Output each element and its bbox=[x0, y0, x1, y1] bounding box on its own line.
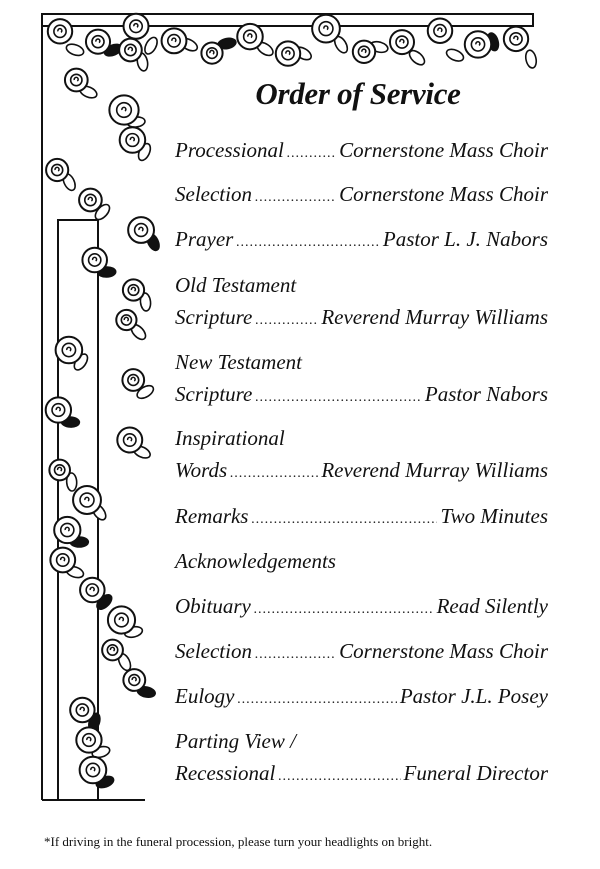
rose-icon bbox=[81, 246, 108, 274]
service-item: Obituary Read Silently bbox=[175, 594, 548, 619]
service-item: Eulogy Pastor J.L. Posey bbox=[175, 684, 548, 709]
rose-icon bbox=[79, 576, 106, 604]
leaf-icon bbox=[136, 384, 155, 400]
rose-icon bbox=[115, 308, 138, 332]
service-item-value: Reverend Murray Williams bbox=[321, 458, 548, 482]
leaf-icon bbox=[65, 43, 85, 57]
rose-icon bbox=[118, 37, 143, 63]
rose-icon bbox=[122, 668, 147, 692]
dot-leader bbox=[287, 146, 336, 162]
service-item: Recessional Funeral Director bbox=[175, 761, 548, 786]
service-item-heading: New Testament bbox=[175, 350, 302, 374]
rose-icon bbox=[72, 485, 102, 515]
service-item-label: Selection bbox=[175, 182, 252, 206]
footer-note: *If driving in the funeral procession, p… bbox=[44, 834, 433, 849]
dot-leader bbox=[255, 390, 422, 406]
service-item-label: Eulogy bbox=[175, 684, 235, 708]
leaf-icon bbox=[65, 472, 78, 492]
service-item-value: Reverend Murray Williams bbox=[321, 305, 548, 329]
rose-icon bbox=[236, 22, 264, 51]
service-item: Scripture Reverend Murray Williams bbox=[175, 305, 548, 330]
service-item-value: Two Minutes bbox=[440, 504, 548, 528]
rose-icon bbox=[311, 13, 341, 44]
rose-icon bbox=[121, 278, 146, 302]
rose-icon bbox=[108, 94, 140, 126]
service-item-label: Scripture bbox=[175, 382, 253, 406]
service-item-heading: Old Testament bbox=[175, 273, 297, 297]
service-item-label: Words bbox=[175, 458, 228, 482]
rose-icon bbox=[101, 638, 124, 662]
rose-icon bbox=[69, 696, 96, 724]
rose-icon bbox=[48, 458, 72, 482]
rose-icon bbox=[54, 335, 84, 365]
rose-icon bbox=[463, 30, 493, 59]
service-item-value: Funeral Director bbox=[403, 761, 548, 785]
rose-icon bbox=[122, 12, 150, 40]
dot-leader bbox=[236, 235, 380, 251]
service-item-value: Read Silently bbox=[436, 594, 548, 618]
service-item-heading: Inspirational bbox=[175, 426, 285, 450]
service-item: Selection Cornerstone Mass Choir bbox=[175, 639, 548, 664]
service-item-value: Cornerstone Mass Choir bbox=[339, 639, 548, 663]
service-item: Scripture Pastor Nabors bbox=[175, 382, 548, 407]
service-item-label: Recessional bbox=[175, 761, 276, 785]
rose-icon bbox=[46, 18, 74, 45]
rose-icon bbox=[84, 28, 112, 55]
leaf-icon bbox=[144, 36, 158, 55]
rose-icon bbox=[78, 755, 108, 785]
service-item: Remarks Two Minutes bbox=[175, 504, 548, 529]
rose-icon bbox=[121, 368, 146, 392]
rose-icon bbox=[106, 605, 137, 635]
rose-icon bbox=[116, 426, 144, 454]
dot-leader bbox=[251, 512, 437, 528]
service-item-label: Prayer bbox=[175, 227, 234, 251]
service-item-label: Remarks bbox=[175, 504, 249, 528]
dot-leader bbox=[237, 692, 396, 708]
dot-leader bbox=[255, 190, 336, 206]
service-item-value: Cornerstone Mass Choir bbox=[339, 182, 548, 206]
leaf-icon bbox=[445, 48, 465, 62]
dot-leader bbox=[230, 466, 318, 482]
rose-icon bbox=[44, 396, 73, 424]
rose-icon bbox=[118, 126, 147, 154]
service-item-label: Obituary bbox=[175, 594, 251, 618]
service-item-label: Selection bbox=[175, 639, 252, 663]
service-item-value: Pastor Nabors bbox=[424, 382, 548, 406]
page-title: Order of Service bbox=[255, 76, 461, 111]
service-item-value: Pastor L. J. Nabors bbox=[382, 227, 548, 251]
rose-icon bbox=[53, 515, 82, 545]
rose-icon bbox=[274, 40, 302, 67]
rose-icon bbox=[63, 67, 89, 93]
top-rail bbox=[41, 13, 534, 27]
service-item: Processional Cornerstone Mass Choir bbox=[175, 138, 548, 163]
rose-icon bbox=[426, 17, 454, 44]
service-item: Prayer Pastor L. J. Nabors bbox=[175, 227, 548, 252]
rose-icon bbox=[45, 157, 70, 183]
service-item: Words Reverend Murray Williams bbox=[175, 458, 548, 483]
rose-icon bbox=[388, 29, 416, 56]
service-item-heading: Acknowledgements bbox=[175, 549, 336, 573]
rose-icon bbox=[200, 41, 224, 65]
service-item-label: Scripture bbox=[175, 305, 253, 329]
rose-icon bbox=[78, 187, 103, 213]
rose-icon bbox=[49, 546, 77, 574]
rose-icon bbox=[502, 25, 530, 53]
rose-icon bbox=[160, 27, 188, 55]
service-item-heading: Parting View / bbox=[175, 729, 296, 753]
dot-leader bbox=[255, 313, 318, 329]
rose-icon bbox=[127, 216, 156, 244]
dot-leader bbox=[254, 602, 434, 618]
dot-leader bbox=[278, 769, 400, 785]
leaf-icon bbox=[524, 49, 538, 69]
service-item-value: Cornerstone Mass Choir bbox=[339, 138, 548, 162]
dot-leader bbox=[255, 647, 336, 663]
service-item-label: Processional bbox=[175, 138, 284, 162]
service-item-value: Pastor J.L. Posey bbox=[399, 684, 548, 708]
rose-icon bbox=[75, 726, 103, 754]
service-item: Selection Cornerstone Mass Choir bbox=[175, 182, 548, 207]
rose-icon bbox=[351, 39, 377, 64]
